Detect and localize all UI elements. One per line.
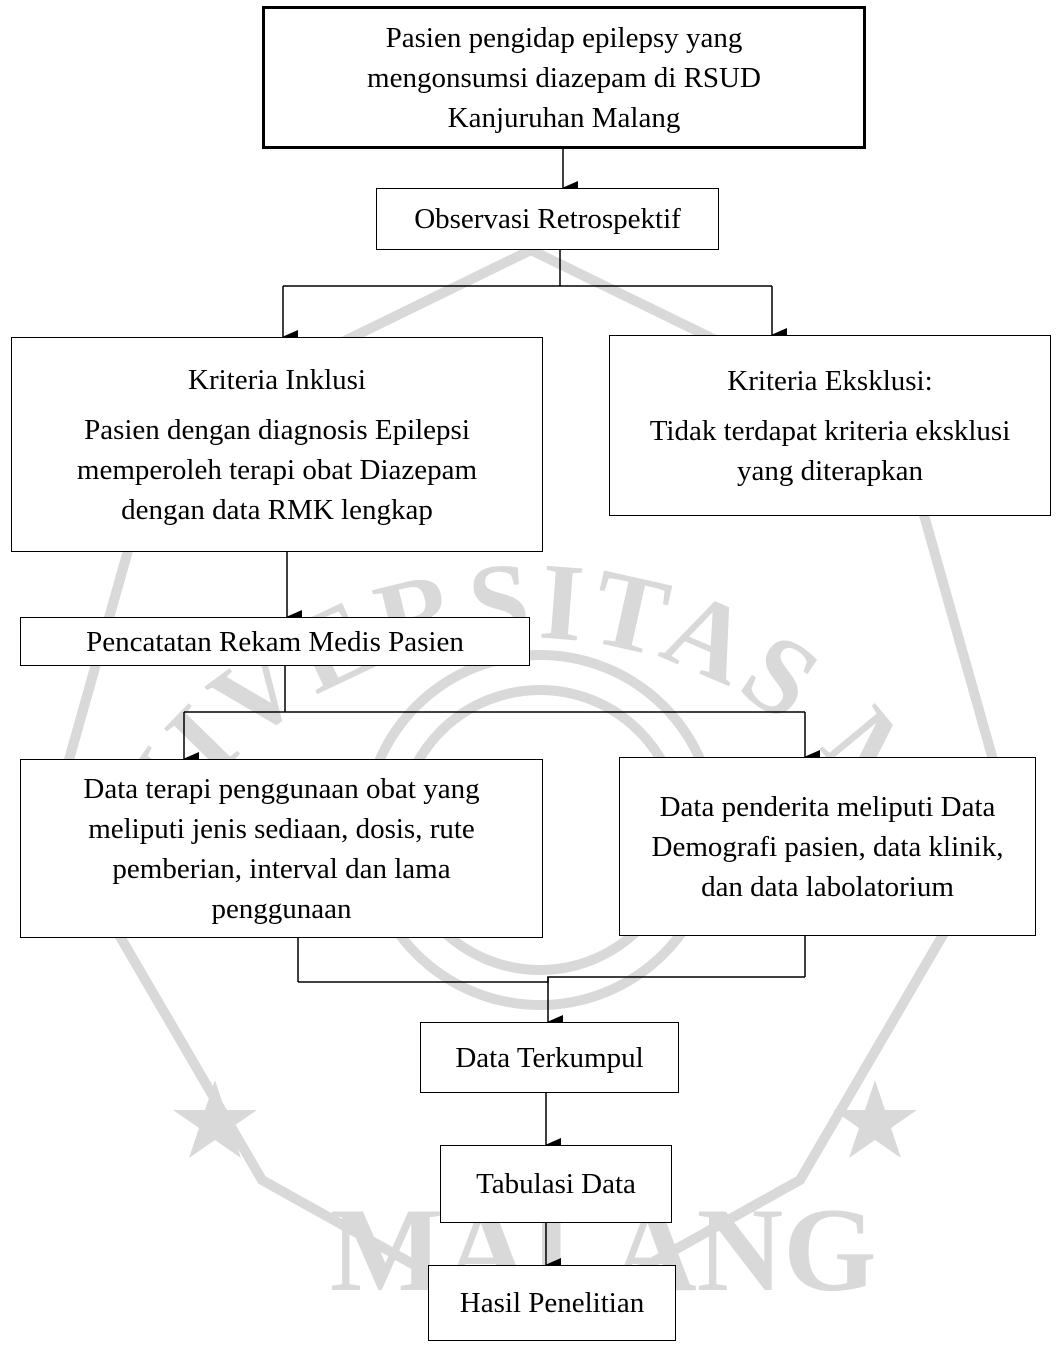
node-inklusi-title: Kriteria Inklusi — [188, 363, 366, 396]
node-data-terapi-line-2: meliputi jenis sediaan, dosis, rute — [88, 812, 475, 845]
node-data-penderita: Data penderita meliputi Data Demografi p… — [619, 757, 1036, 936]
node-eksklusi-line-1: Tidak terdapat kriteria eksklusi — [649, 414, 1011, 447]
node-data-terkumpul: Data Terkumpul — [420, 1022, 679, 1093]
node-data-terapi: Data terapi penggunaan obat yang meliput… — [20, 759, 543, 938]
node-inklusi-line-1: Pasien dengan diagnosis Epilepsi — [84, 413, 470, 446]
node-eksklusi-line-2: yang diterapkan — [736, 454, 923, 487]
node-data-penderita-line-1: Data penderita meliputi Data — [659, 790, 996, 823]
node-observasi: Observasi Retrospektif — [376, 188, 719, 250]
node-inklusi-line-2: memperoleh terapi obat Diazepam — [76, 453, 478, 486]
node-data-penderita-line-3: dan data labolatorium — [701, 870, 954, 903]
node-start: Pasien pengidap epilepsy yang mengonsums… — [262, 6, 866, 149]
node-inklusi: Kriteria Inklusi Pasien dengan diagnosis… — [11, 337, 543, 552]
node-start-line-2: mengonsumsi diazepam di RSUD — [367, 61, 761, 94]
node-hasil-line-1: Hasil Penelitian — [459, 1287, 645, 1319]
node-tabulasi: Tabulasi Data — [440, 1145, 672, 1223]
node-eksklusi: Kriteria Eksklusi: Tidak terdapat kriter… — [609, 335, 1051, 516]
node-pencatatan-line-1: Pencatatan Rekam Medis Pasien — [86, 625, 464, 658]
node-start-line-3: Kanjuruhan Malang — [447, 101, 681, 134]
node-data-terapi-line-3: pemberian, interval dan lama — [112, 852, 451, 885]
node-pencatatan: Pencatatan Rekam Medis Pasien — [20, 617, 530, 666]
line-merge-data — [298, 976, 805, 983]
node-hasil: Hasil Penelitian — [428, 1265, 676, 1341]
node-data-terapi-line-4: penggunaan — [211, 892, 352, 925]
node-observasi-line-1: Observasi Retrospektif — [414, 203, 681, 235]
node-tabulasi-line-1: Tabulasi Data — [476, 1168, 636, 1200]
node-start-line-1: Pasien pengidap epilepsy yang — [385, 21, 743, 54]
node-data-penderita-line-2: Demografi pasien, data klinik, — [651, 830, 1004, 863]
node-eksklusi-title: Kriteria Eksklusi: — [727, 364, 933, 397]
node-data-terkumpul-line-1: Data Terkumpul — [455, 1041, 644, 1074]
node-data-terapi-line-1: Data terapi penggunaan obat yang — [83, 772, 480, 805]
node-inklusi-line-3: dengan data RMK lengkap — [121, 493, 433, 526]
